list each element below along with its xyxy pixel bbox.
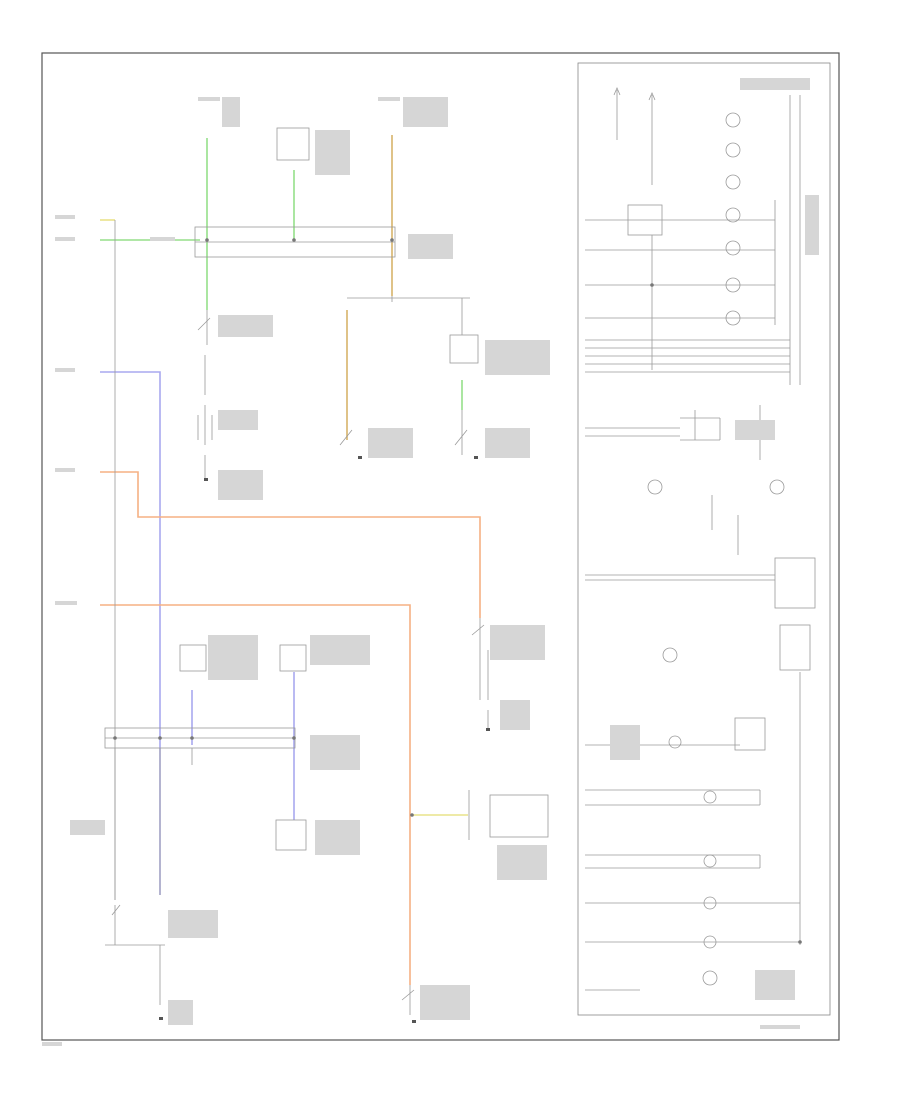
cluster-internals	[585, 86, 816, 991]
ground-symbols	[159, 456, 490, 1023]
diagram-border	[41, 52, 840, 1041]
splice-dots	[113, 238, 802, 944]
colored-wires	[100, 135, 481, 985]
instrument-cluster-panel	[577, 62, 831, 1016]
gray-wiring	[104, 127, 549, 1015]
wire-orange	[100, 471, 481, 985]
wire-blue	[100, 371, 295, 895]
wire-tan	[346, 135, 393, 440]
faint-label-marks	[42, 78, 819, 1046]
wire-green	[100, 138, 463, 410]
